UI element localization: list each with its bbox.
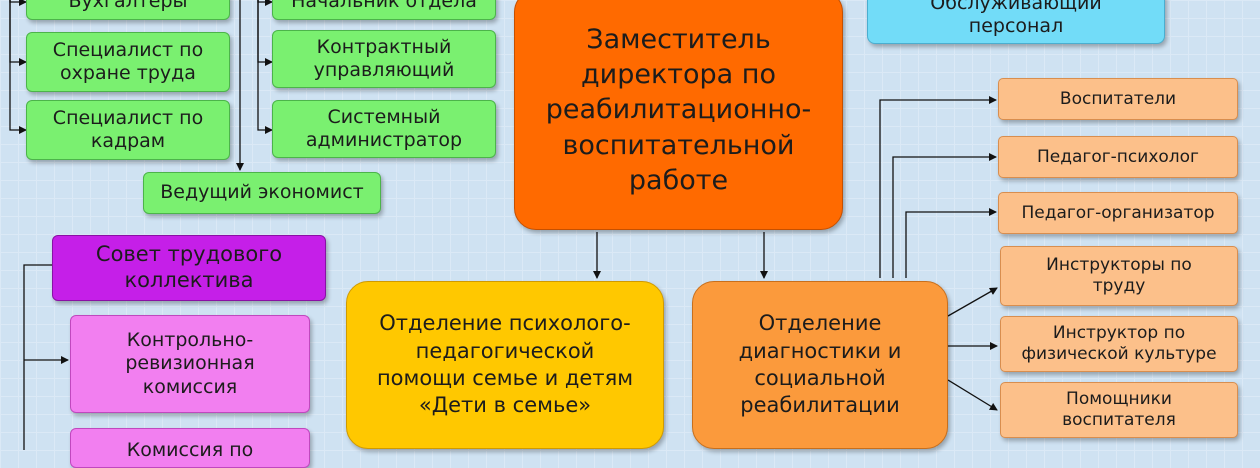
diagnostics-department-box: Отделение диагностики и социальной реаби…	[692, 281, 948, 449]
labor-instructors-box: Инструкторы по труду	[1000, 246, 1238, 306]
deputy-director-box: Заместитель директора по реабилитационно…	[514, 0, 843, 230]
service-staff-label: Обслуживающий персонал	[930, 0, 1102, 37]
organizer-box: Педагог-организатор	[998, 192, 1238, 234]
connector-labor-instructors	[947, 287, 998, 317]
accountants-label: Бухгалтеры	[68, 0, 188, 13]
economist-box: Ведущий экономист	[143, 172, 381, 214]
service-staff-box: Обслуживающий персонал	[867, 0, 1165, 44]
hr-box: Специалист по кадрам	[26, 100, 230, 160]
connector-accountants	[9, 0, 27, 6]
deputy-director-label: Заместитель директора по реабилитационно…	[545, 24, 812, 196]
connector-lines	[9, 0, 998, 450]
assistants-box: Помощники воспитателя	[1000, 382, 1238, 438]
commission-label: Комиссия по	[126, 439, 254, 461]
family-department-label: Отделение психолого- педагогической помо…	[376, 311, 634, 418]
connector-organizer	[905, 208, 997, 278]
diagnostics-department-label: Отделение диагностики и социальной реаби…	[738, 311, 902, 418]
connector-labor-safety	[9, 0, 27, 66]
labor-council-box: Совет трудового коллектива	[52, 235, 326, 301]
commission-box: Комиссия по	[70, 428, 310, 468]
contract-manager-label: Контрактный управляющий	[313, 35, 455, 81]
psychologist-label: Педагог-психолог	[1037, 146, 1199, 167]
connector-contract-manager	[257, 0, 273, 66]
labor-council-label: Совет трудового коллектива	[95, 242, 283, 292]
accountants-box: Бухгалтеры	[26, 0, 230, 20]
connector-councils-trunk	[23, 264, 52, 450]
pe-instructor-label: Инструктор по физической культуре	[1021, 323, 1217, 364]
connector-psychologist	[892, 153, 997, 278]
sysadmin-box: Системный администратор	[272, 100, 496, 158]
educators-box: Воспитатели	[998, 78, 1238, 120]
connector-sysadmin	[257, 0, 273, 134]
dept-head-label: Начальник отдела	[291, 0, 477, 13]
hr-label: Специалист по кадрам	[52, 106, 204, 152]
dept-head-box: Начальник отдела	[272, 0, 496, 20]
labor-safety-box: Специалист по охране труда	[26, 32, 230, 92]
economist-label: Ведущий экономист	[160, 181, 364, 204]
connector-educators	[879, 96, 997, 278]
family-department-box: Отделение психолого- педагогической помо…	[346, 281, 664, 449]
audit-commission-label: Контрольно- ревизионная комиссия	[125, 329, 255, 398]
connector-hr	[9, 0, 27, 134]
audit-commission-box: Контрольно- ревизионная комиссия	[70, 315, 310, 413]
connector-assistants	[947, 379, 998, 411]
contract-manager-box: Контрактный управляющий	[272, 30, 496, 88]
educators-label: Воспитатели	[1059, 88, 1177, 109]
connector-dept-head	[257, 0, 273, 6]
labor-instructors-label: Инструкторы по труду	[1046, 255, 1192, 296]
psychologist-box: Педагог-психолог	[998, 136, 1238, 178]
labor-safety-label: Специалист по охране труда	[52, 38, 204, 84]
pe-instructor-box: Инструктор по физической культуре	[1000, 316, 1238, 372]
assistants-label: Помощники воспитателя	[1062, 389, 1176, 430]
organizer-label: Педагог-организатор	[1021, 202, 1215, 223]
sysadmin-label: Системный администратор	[305, 105, 463, 151]
